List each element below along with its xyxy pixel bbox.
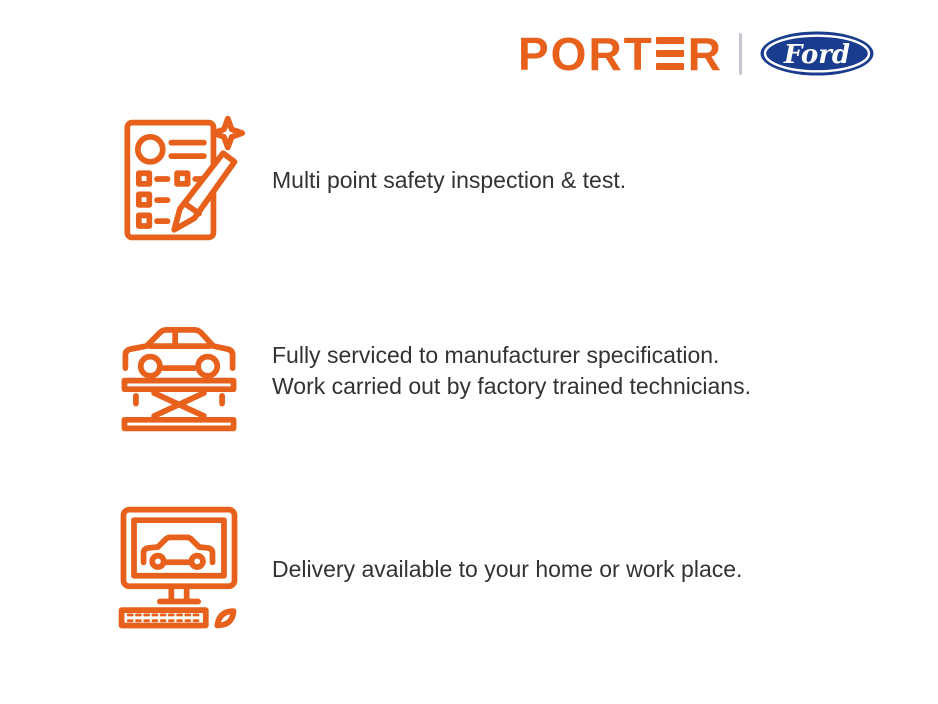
feature-text-block: Delivery available to your home or work … [272,554,742,585]
feature-text-block: Multi point safety inspection & test. [272,165,626,196]
porter-logo-text-right: R [687,27,723,80]
feature-row-serviced: Fully serviced to manufacturer specifica… [112,303,872,439]
ford-wordmark: Ford [783,40,850,70]
feature-text-line: Work carried out by factory trained tech… [272,373,751,399]
inspection-checklist-icon [112,112,246,248]
logo-divider [739,32,742,75]
feature-row-inspection: Multi point safety inspection & test. [112,112,872,248]
feature-list: Multi point safety inspection & test. [112,112,872,637]
porter-logo: PORT R [518,31,723,77]
feature-row-delivery: Delivery available to your home or work … [112,501,872,637]
feature-text-line: Fully serviced to manufacturer specifica… [272,342,720,368]
ford-logo-icon: Ford [760,31,874,76]
header: PORT R Ford [0,30,938,77]
feature-text-line: Delivery available to your home or work … [272,555,743,582]
delivery-computer-icon [112,501,246,637]
porter-logo-text-left: PORT [517,27,654,80]
feature-text-line: Multi point safety inspection & test. [272,166,627,193]
car-lift-icon [112,303,246,439]
feature-text-block: Fully serviced to manufacturer specifica… [272,340,751,402]
porter-letter-e [655,37,684,70]
